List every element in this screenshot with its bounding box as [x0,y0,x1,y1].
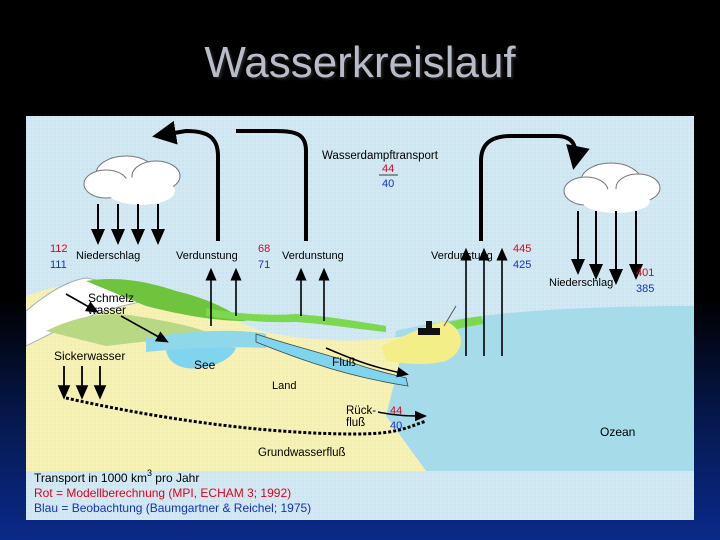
legend-observation: Blau = Beobachtung (Baumgartner & Reiche… [34,501,311,515]
label-return-2: fluß [346,417,365,429]
label-evap-ocean: Verdunstung [431,250,493,262]
label-lake: See [194,358,216,372]
label-evap-left: Verdunstung [176,250,238,262]
label-river: Fluß [332,355,356,369]
label-groundwater: Grundwasserfluß [258,447,346,459]
value-vapor-obs: 40 [382,178,394,190]
label-return-1: Rück- [346,405,376,417]
value-vapor-model: 44 [382,163,394,175]
label-land: Land [272,380,296,392]
value-evap-ocean-model: 445 [513,243,531,255]
value-evap-land-obs: 71 [258,259,270,271]
value-precip-right-model: 401 [636,267,654,279]
legend-model: Rot = Modellberechnung (MPI, ECHAM 3; 19… [34,486,291,500]
label-snowmelt-2: wasser [87,303,126,317]
label-evap-mid: Verdunstung [282,250,344,262]
diagram-canvas: Wasserdampftransport 44 40 112 111 Niede… [26,116,694,520]
label-precip-right: Niederschlag [549,277,613,289]
label-seepage: Sickerwasser [54,349,125,363]
label-precip-left: Niederschlag [76,250,140,262]
value-evap-land-model: 68 [258,243,270,255]
value-precip-left-obs: 111 [50,259,67,271]
value-precip-left-model: 112 [50,243,68,255]
slide-title: Wasserkreislauf [0,38,720,88]
label-ocean: Ozean [600,425,635,439]
label-vapor-transport: Wasserdampftransport [322,150,439,162]
value-return-obs: 40 [390,420,402,432]
value-return-model: 44 [390,405,402,417]
value-precip-right-obs: 385 [636,283,654,295]
legend-transport: Transport in 1000 km3 pro Jahr [34,468,199,485]
value-evap-ocean-obs: 425 [513,259,531,271]
water-cycle-diagram: Wasserdampftransport 44 40 112 111 Niede… [26,116,694,520]
